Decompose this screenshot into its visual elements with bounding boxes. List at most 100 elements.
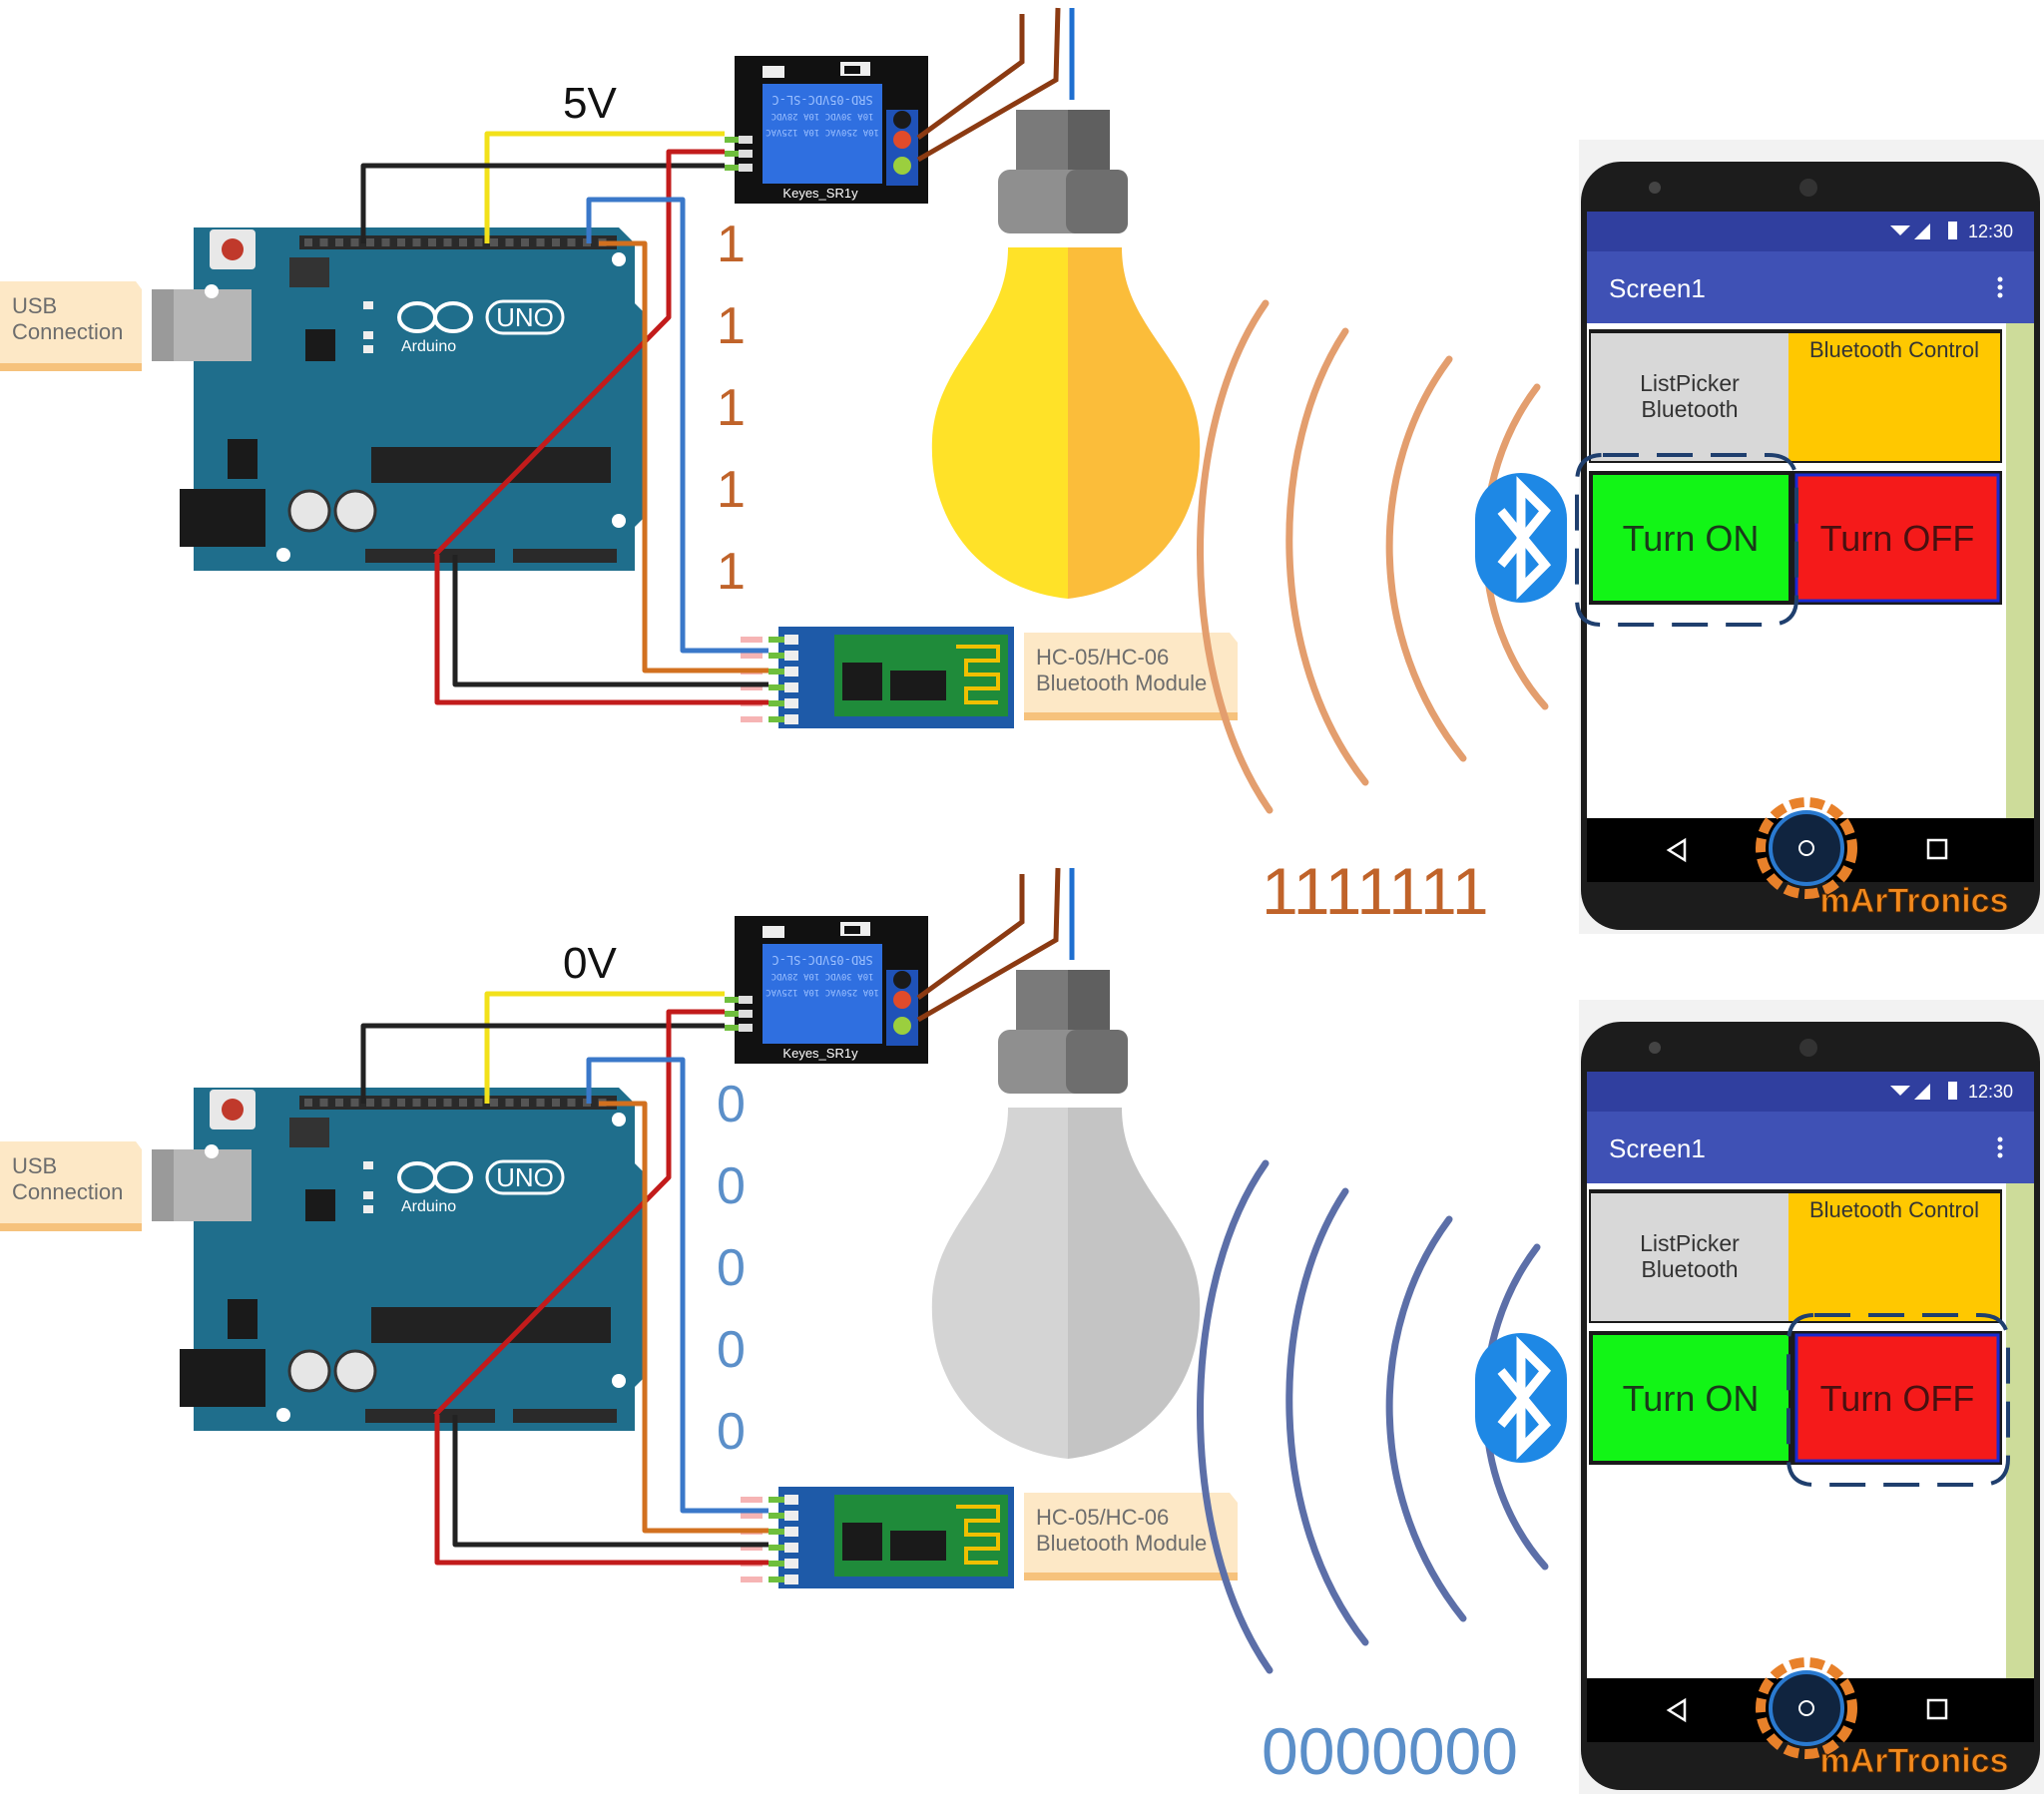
bits-row-label: 0000000 — [1262, 1714, 1518, 1788]
overflow-menu-icon[interactable] — [1997, 276, 2003, 298]
wire-tx — [586, 1057, 768, 1514]
wire-rx — [599, 240, 768, 674]
bits-column: 11111 — [717, 216, 746, 601]
bluetooth-control-label-box: Bluetooth Control — [1788, 333, 2000, 461]
relay-voltage-label: 5V — [563, 79, 617, 128]
relay-rating-line2: 10A 250VAC 10A 125VAC — [766, 987, 879, 997]
bit-digit: 1 — [717, 216, 746, 273]
relay-rating-line2: 10A 250VAC 10A 125VAC — [766, 127, 879, 137]
bt-module-label-line1: HC-05/HC-06 — [1036, 645, 1169, 670]
wire-signal — [484, 991, 725, 1104]
bt-module-label-line2: Bluetooth Module — [1036, 671, 1207, 695]
status-bar — [1587, 1072, 2034, 1112]
wave-arc — [1197, 1159, 1274, 1674]
usb-label-line1: USB — [12, 293, 57, 318]
relay-body — [763, 944, 882, 1044]
logo-text: mArTronics — [1820, 1742, 2009, 1780]
wire-signal — [484, 131, 725, 243]
turn-on-label: Turn ON — [1623, 518, 1760, 559]
uno-badge — [485, 1159, 565, 1195]
status-time: 12:30 — [1968, 222, 2013, 241]
power-jack — [180, 1349, 265, 1407]
bit-digit: 0 — [717, 1076, 746, 1133]
bluetooth-control-label: Bluetooth Control — [1809, 337, 1979, 362]
turn-off-label: Turn OFF — [1820, 1378, 1975, 1419]
status-bar — [1587, 212, 2034, 251]
arduino-model-label: UNO — [496, 302, 554, 332]
martronics-logo: mArTronics — [1756, 797, 2009, 921]
relay-module: SRD-05VDC-SL-C 10A 30VDC 10A 28VDC 10A 250… — [725, 56, 928, 204]
back-icon[interactable] — [1666, 837, 1687, 863]
relay-rating-line1: 10A 30VDC 10A 28VDC — [771, 111, 874, 121]
light-bulb-icon — [931, 110, 1201, 599]
wifi-icon — [1890, 1086, 1910, 1096]
wire-bt-vcc — [434, 1415, 768, 1566]
screen-title: Screen1 — [1609, 1133, 1706, 1163]
relay-voltage-label: 0V — [563, 939, 617, 988]
app-bar — [1587, 1112, 2034, 1183]
wave-arc — [1197, 299, 1274, 814]
logo-text: mArTronics — [1820, 882, 2009, 920]
bit-digit: 0 — [717, 1239, 746, 1297]
light-bulb-icon — [931, 970, 1201, 1459]
hc05-bluetooth-module — [741, 627, 1014, 728]
usb-label-line2: Connection — [12, 1179, 123, 1204]
arduino-infinity-icon — [397, 301, 473, 333]
wave-arc — [1385, 355, 1467, 762]
turn-on-button[interactable]: Turn ON — [1593, 475, 1788, 601]
bit-digit: 1 — [717, 543, 746, 601]
relay-model-label: SRD-05VDC-SL-C — [771, 93, 872, 107]
wire-relay-gnd — [360, 1023, 725, 1104]
selection-highlight — [1787, 1313, 2010, 1487]
listpicker-label-line1: ListPicker — [1640, 370, 1740, 396]
relay-model-label: SRD-05VDC-SL-C — [771, 953, 872, 967]
power-header — [365, 549, 495, 563]
martronics-logo: mArTronics — [1756, 1657, 2009, 1781]
recents-icon[interactable] — [1926, 1698, 1948, 1720]
listpicker-label-line2: Bluetooth — [1641, 396, 1738, 422]
wave-arc — [1285, 327, 1369, 786]
overflow-menu-icon[interactable] — [1997, 1136, 2003, 1158]
hc05-bluetooth-module — [741, 1487, 1014, 1588]
recents-icon[interactable] — [1926, 838, 1948, 860]
battery-icon — [1948, 222, 1957, 239]
arduino-model-label: UNO — [496, 1162, 554, 1192]
wire-relay-gnd — [360, 163, 725, 243]
atmega-chip — [371, 1307, 611, 1343]
power-jack — [180, 489, 265, 547]
listpicker-label-line2: Bluetooth — [1641, 1256, 1738, 1282]
turn-off-button[interactable]: Turn OFF — [1794, 473, 2000, 603]
relay-module: SRD-05VDC-SL-C 10A 30VDC 10A 28VDC 10A 250… — [725, 916, 928, 1064]
analog-header — [513, 549, 617, 563]
listpicker-label-line1: ListPicker — [1640, 1230, 1740, 1256]
wave-arc — [1285, 1187, 1369, 1646]
back-icon[interactable] — [1666, 1697, 1687, 1723]
bits-column: 00000 — [717, 1076, 746, 1461]
arduino-uno-board: UNO Arduino — [152, 1088, 647, 1431]
arduino-brand-label: Arduino — [401, 1198, 456, 1215]
relay-brand-label: Keyes_SR1y — [782, 186, 858, 201]
relay-rating-line1: 10A 30VDC 10A 28VDC — [771, 971, 874, 981]
turn-off-button[interactable]: Turn OFF — [1794, 1333, 2000, 1463]
power-header — [365, 1409, 495, 1423]
bit-digit: 1 — [717, 461, 746, 519]
wifi-icon — [1890, 225, 1910, 235]
bit-digit: 1 — [717, 297, 746, 355]
front-camera-icon — [1649, 1042, 1661, 1054]
bluetooth-control-label: Bluetooth Control — [1809, 1197, 1979, 1222]
wire-bt-vcc — [434, 555, 768, 705]
bit-digit: 0 — [717, 1403, 746, 1461]
signal-icon — [1914, 224, 1930, 239]
wire-rx — [599, 1101, 768, 1534]
front-camera-icon — [1649, 182, 1661, 194]
wire-bt-gnd — [452, 555, 768, 687]
turn-on-button[interactable]: Turn ON — [1593, 1335, 1788, 1461]
wiring — [360, 991, 768, 1566]
battery-icon — [1948, 1082, 1957, 1100]
